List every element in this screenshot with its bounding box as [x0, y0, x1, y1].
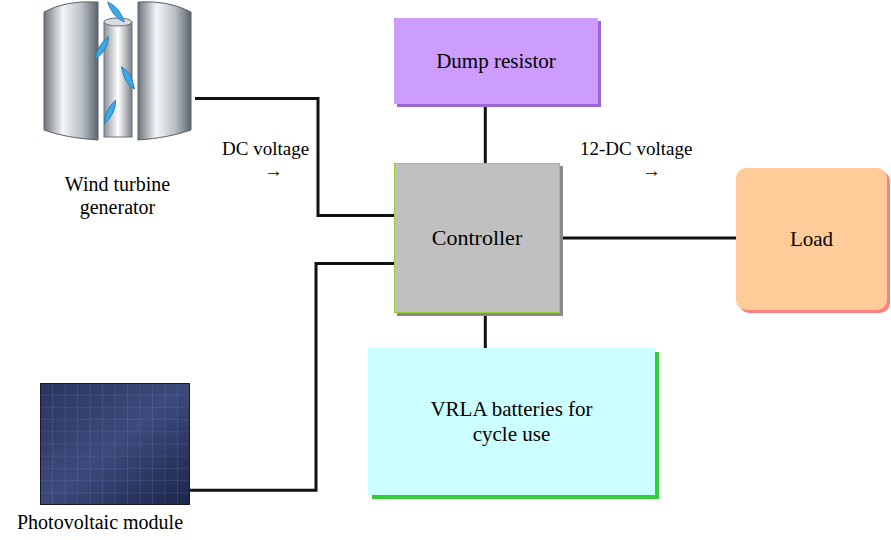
photovoltaic-module: Photovoltaic module — [0, 383, 200, 534]
wire — [560, 237, 736, 240]
direction-arrow: → — [262, 160, 285, 182]
load-box: Load — [736, 168, 887, 310]
illustration-label: Photovoltaic module — [0, 511, 200, 534]
wire — [484, 313, 487, 348]
edge-label: 12-DC voltage — [578, 138, 694, 160]
wire — [195, 99, 394, 216]
direction-arrow: → — [640, 160, 663, 182]
pv-panel-illustration — [40, 383, 190, 505]
box-label: Controller — [432, 225, 522, 250]
box-label: Load — [790, 227, 833, 251]
controller-box: Controller — [394, 163, 560, 313]
turbine-illustration — [40, 0, 195, 145]
wire — [190, 264, 394, 491]
box-label: Dump resistor — [436, 49, 556, 73]
illustration-label: Wind turbine generator — [40, 173, 195, 219]
edge-label: DC voltage — [220, 138, 311, 160]
box-label: VRLA batteries for cycle use — [422, 397, 602, 445]
battery-box: VRLA batteries for cycle use — [368, 348, 655, 495]
wind-turbine: Wind turbine generator — [40, 0, 195, 219]
dump-resistor-box: Dump resistor — [394, 18, 598, 104]
wire — [484, 104, 487, 163]
